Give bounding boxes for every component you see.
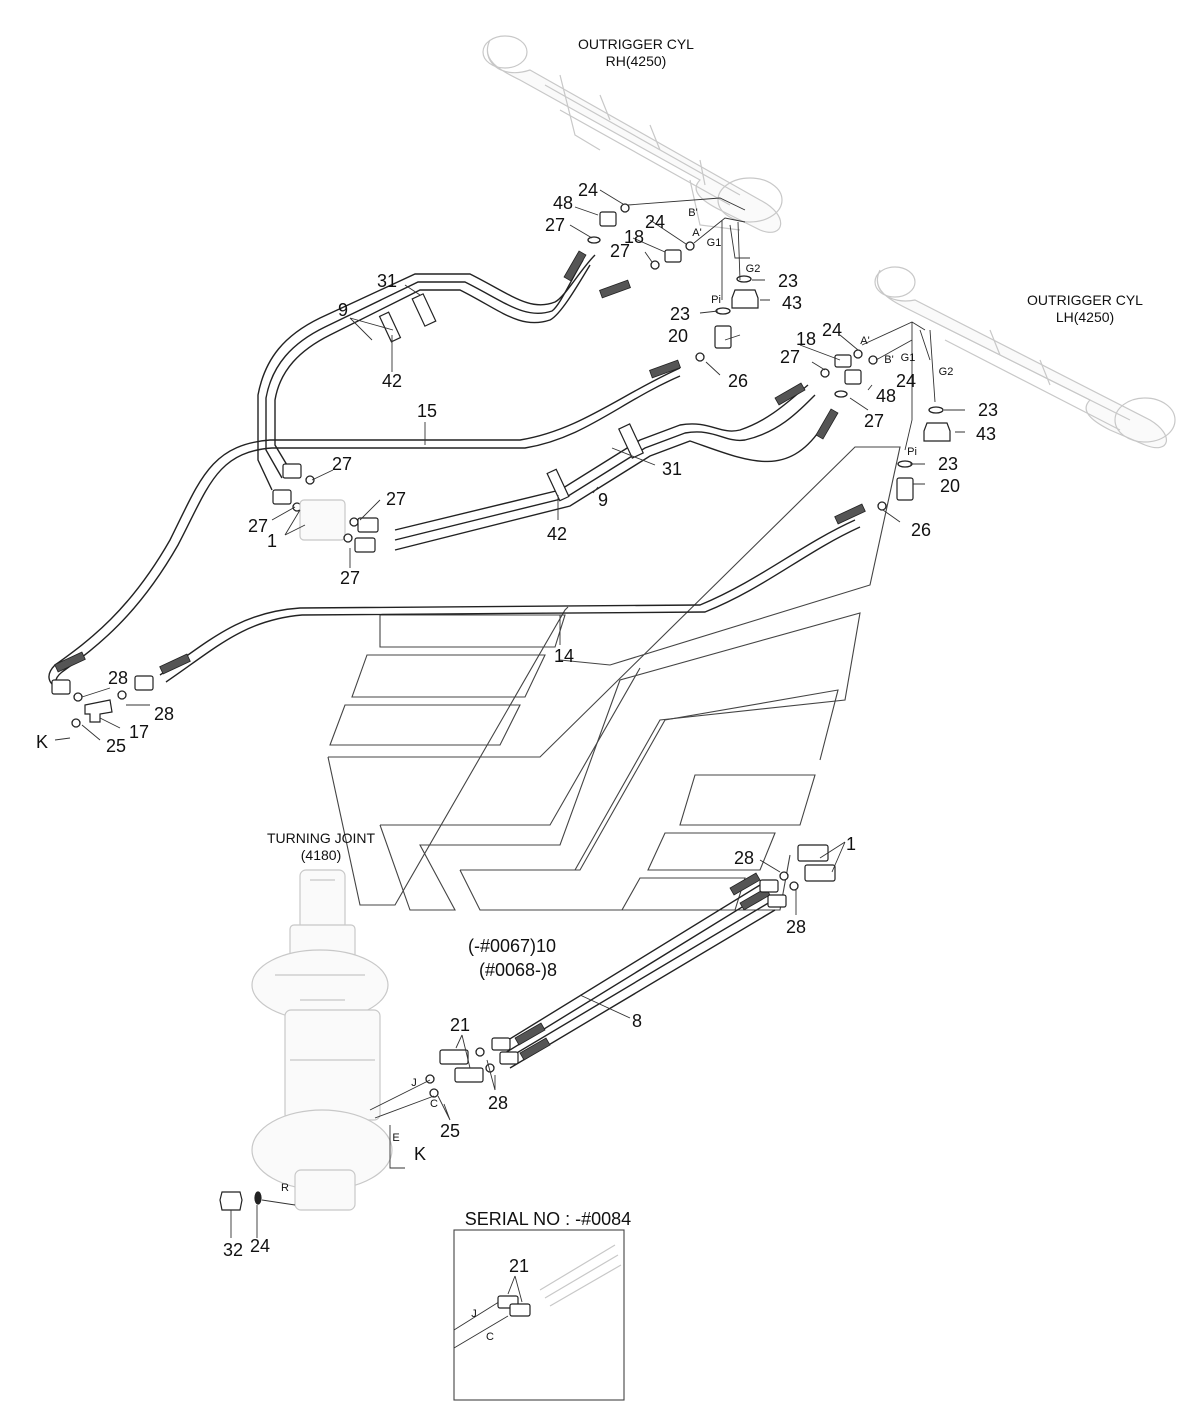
lh-cylinder-ref: LH(4250) xyxy=(1056,309,1114,325)
callout: 27 xyxy=(386,489,406,509)
port-label: G2 xyxy=(939,366,954,378)
callout: 27 xyxy=(610,241,630,261)
callout: 25 xyxy=(440,1121,460,1141)
port-label: C xyxy=(430,1098,438,1110)
callout: 24 xyxy=(645,212,665,232)
callout: 27 xyxy=(780,347,800,367)
callout: 28 xyxy=(108,668,128,688)
callout: 9 xyxy=(598,490,608,510)
port-label: B' xyxy=(884,354,893,366)
callout: 28 xyxy=(734,848,754,868)
outrigger-cylinder-lh xyxy=(874,266,1176,449)
callout: 14 xyxy=(554,646,574,666)
callout: 23 xyxy=(670,304,690,324)
variant-label-10: (-#0067)10 xyxy=(468,936,556,956)
callout: 1 xyxy=(267,531,277,551)
port-label: G2 xyxy=(746,263,761,275)
callout: 27 xyxy=(332,454,352,474)
turning-joint-ref: (4180) xyxy=(301,847,341,863)
callout: 28 xyxy=(154,704,174,724)
turning-joint xyxy=(251,869,393,1211)
port-label: G1 xyxy=(901,352,916,364)
leader-lines xyxy=(54,189,965,1238)
callout: 28 xyxy=(488,1093,508,1113)
port-label: G1 xyxy=(707,237,722,249)
callout: 27 xyxy=(864,411,884,431)
callout: 43 xyxy=(976,424,996,444)
port-label: R xyxy=(281,1182,289,1194)
port-label: C xyxy=(486,1331,494,1343)
callout: K xyxy=(36,732,48,752)
callout: 8 xyxy=(632,1011,642,1031)
callout: 48 xyxy=(876,386,896,406)
callout: 20 xyxy=(668,326,688,346)
callout: K xyxy=(414,1144,426,1164)
variant-label-8: (#0068-)8 xyxy=(479,960,557,980)
callout: 43 xyxy=(782,293,802,313)
rh-cylinder-ref: RH(4250) xyxy=(606,53,667,69)
callout: 31 xyxy=(662,459,682,479)
hose-ends-upper xyxy=(54,250,866,675)
callout: 24 xyxy=(250,1236,270,1256)
callout: 27 xyxy=(340,568,360,588)
port-label: J xyxy=(471,1308,477,1320)
port-label: A' xyxy=(692,227,701,239)
callout: 27 xyxy=(248,516,268,536)
callout: 18 xyxy=(796,329,816,349)
callout: 24 xyxy=(578,180,598,200)
callout: 21 xyxy=(509,1256,529,1276)
serial-number-title: SERIAL NO : -#0084 xyxy=(465,1209,631,1229)
callout: 23 xyxy=(978,400,998,420)
callout: 18 xyxy=(624,227,644,247)
tube-9-lower xyxy=(394,384,821,551)
callout: 32 xyxy=(223,1240,243,1260)
port-labels: B' A' G1 G2 Pi A' B' G1 G2 Pi J C E R J … xyxy=(281,207,953,1343)
callout: 21 xyxy=(450,1015,470,1035)
callout: 27 xyxy=(545,215,565,235)
port-label: B' xyxy=(688,207,697,219)
port-label: E xyxy=(392,1132,399,1144)
callout: 24 xyxy=(822,320,842,340)
port-label: Pi xyxy=(907,446,917,458)
callout: 26 xyxy=(728,371,748,391)
callout: 26 xyxy=(911,520,931,540)
callout: 20 xyxy=(940,476,960,496)
callout: 24 xyxy=(896,371,916,391)
hose-14 xyxy=(159,519,861,683)
lh-cylinder-title: OUTRIGGER CYL xyxy=(1027,292,1143,308)
callout: 31 xyxy=(377,271,397,291)
rh-cylinder-title: OUTRIGGER CYL xyxy=(578,36,694,52)
tube-9-upper xyxy=(257,254,596,491)
hose-8-10 xyxy=(499,872,776,1069)
outrigger-cylinder-rh xyxy=(482,35,783,233)
callout: 25 xyxy=(106,736,126,756)
port-label: Pi xyxy=(711,294,721,306)
callout: 9 xyxy=(338,300,348,320)
serial-inset xyxy=(453,1229,625,1401)
callout: 23 xyxy=(938,454,958,474)
callout: 1 xyxy=(846,834,856,854)
frame-outline xyxy=(327,446,901,911)
part-callouts: 24 48 27 24 18 27 23 43 23 20 31 9 42 26… xyxy=(36,180,998,1276)
turning-joint-title: TURNING JOINT xyxy=(267,830,376,846)
callout: 15 xyxy=(417,401,437,421)
callout: 23 xyxy=(778,271,798,291)
callout: 48 xyxy=(553,193,573,213)
callout: 42 xyxy=(547,524,567,544)
callout: 42 xyxy=(382,371,402,391)
port-label: J xyxy=(411,1077,417,1089)
callout: 17 xyxy=(129,722,149,742)
fittings xyxy=(51,203,951,1211)
callout: 28 xyxy=(786,917,806,937)
port-label: A' xyxy=(860,335,869,347)
